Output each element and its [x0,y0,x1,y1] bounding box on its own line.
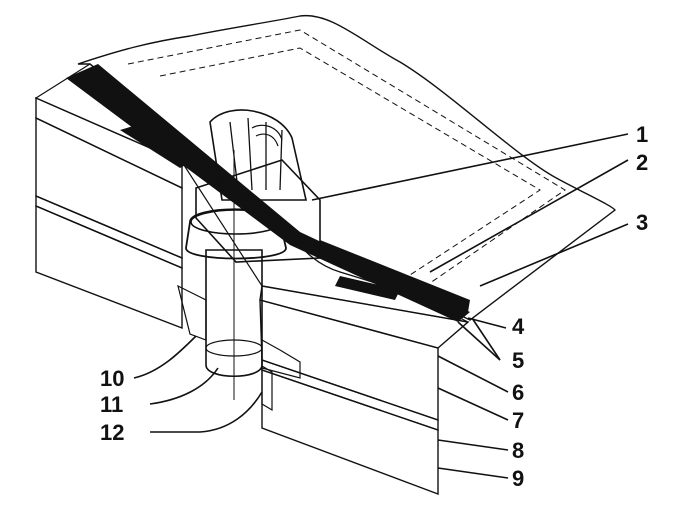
callout-labels: 1 2 3 4 5 6 7 8 9 10 11 12 [100,122,648,491]
callout-3: 3 [636,210,648,235]
leader-12 [150,391,263,433]
leader-1 [311,133,629,201]
leader-10 [133,335,197,379]
callout-7: 7 [512,408,524,433]
leader-2 [429,159,629,273]
slab-left-front-face [35,96,183,330]
callout-11: 11 [100,392,123,417]
callout-2: 2 [636,150,648,175]
roof-top-surface [34,14,616,323]
leader-7 [437,387,509,421]
drain-body [177,109,321,412]
leader-9 [437,467,509,479]
callout-6: 6 [512,380,524,405]
leader-lines [133,133,629,479]
leader-3 [479,223,629,287]
leader-6 [437,355,509,393]
leader-5b [471,317,501,361]
leader-8 [437,439,509,451]
leader-5a [457,321,501,361]
leader-11 [149,367,219,405]
callout-10: 10 [100,366,124,391]
callout-1: 1 [636,122,648,147]
callout-12: 12 [100,420,124,445]
slab-right-front-face [259,285,470,496]
leader-4 [467,317,507,329]
callout-4: 4 [512,314,525,339]
callout-9: 9 [512,466,524,491]
callout-5: 5 [512,348,524,373]
callout-8: 8 [512,438,524,463]
